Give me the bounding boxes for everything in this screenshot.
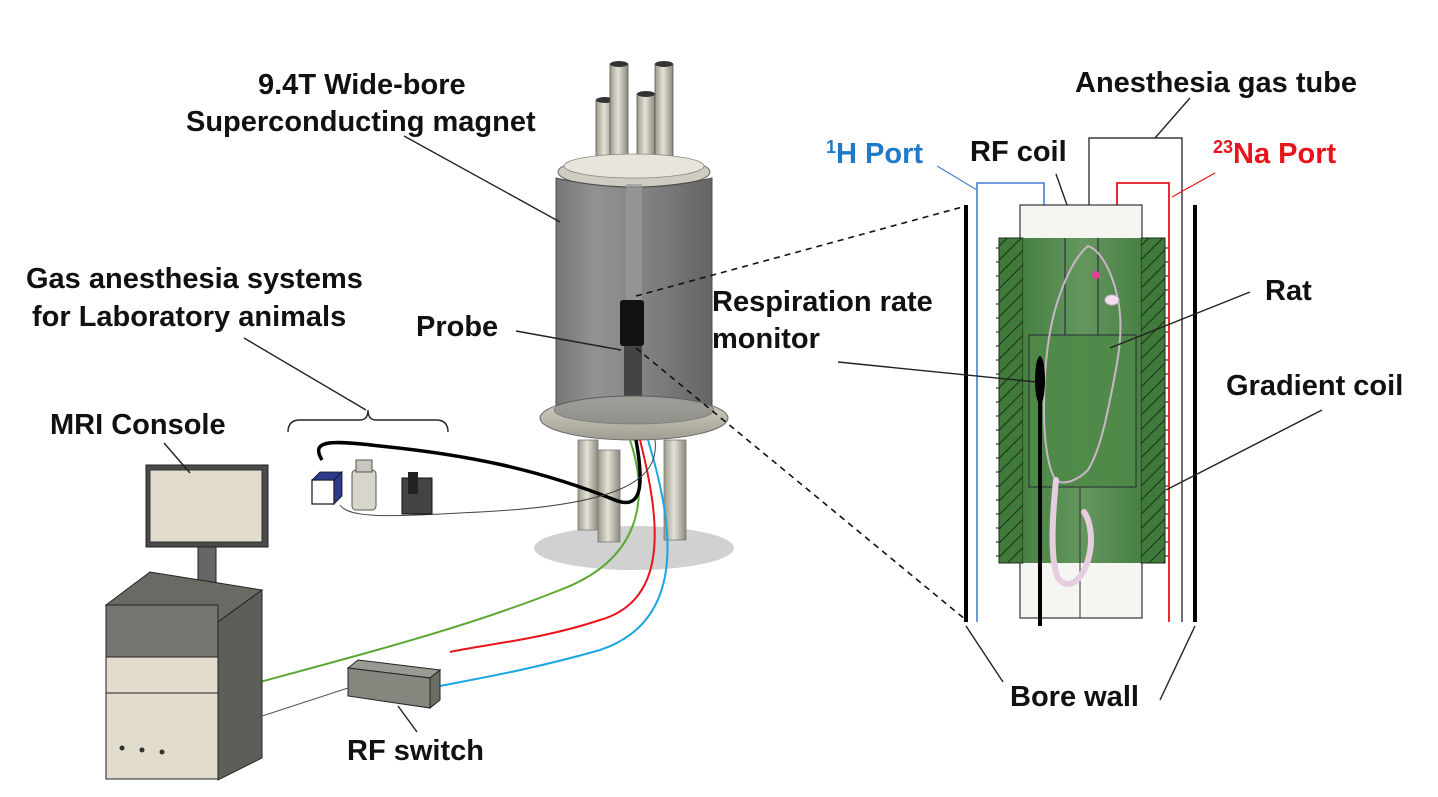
zoom-line-top bbox=[635, 205, 967, 297]
h-port-label: 1H Port bbox=[826, 137, 923, 170]
anesthesia-label-line2: for Laboratory animals bbox=[32, 301, 346, 333]
respiration-sensor bbox=[1035, 356, 1045, 404]
h-port-line bbox=[976, 182, 1045, 622]
na-port-label: 23Na Port bbox=[1213, 137, 1337, 170]
anesthesia-tube bbox=[316, 439, 642, 505]
rf-switch-box bbox=[346, 659, 442, 710]
gradient-coil-left bbox=[998, 237, 1024, 564]
na-port-leader bbox=[1171, 172, 1216, 198]
gas-tube-leader bbox=[1154, 97, 1191, 139]
gradient-coil-label: Gradient coil bbox=[1226, 370, 1403, 402]
rat-leader bbox=[1109, 291, 1251, 349]
anesthesia-leader bbox=[243, 337, 367, 411]
rat-eye bbox=[1092, 271, 1100, 279]
probe-leader bbox=[515, 330, 622, 351]
respiration-label-line2: monitor bbox=[712, 323, 820, 355]
bore-cross-section bbox=[964, 137, 1197, 626]
gas-tube-line bbox=[1088, 137, 1183, 622]
magnet-label-line2: Superconducting magnet bbox=[186, 106, 536, 138]
green-cable bbox=[259, 439, 640, 683]
magnet-leader bbox=[403, 135, 561, 223]
gradient-coil-leader bbox=[1165, 409, 1323, 491]
rf-coil-label: RF coil bbox=[970, 136, 1067, 168]
console-label: MRI Console bbox=[50, 409, 226, 441]
magnet-label-line1: 9.4T Wide-bore bbox=[258, 69, 466, 101]
rat-label: Rat bbox=[1265, 275, 1312, 307]
h-port-leader bbox=[936, 165, 978, 191]
rf-switch-leader bbox=[397, 705, 418, 733]
console-leader bbox=[163, 442, 191, 474]
respiration-leader bbox=[837, 361, 1037, 383]
bore-wall-label: Bore wall bbox=[1010, 681, 1139, 713]
mri-console bbox=[104, 464, 349, 781]
probe-label: Probe bbox=[416, 311, 498, 343]
superconducting-magnet bbox=[534, 61, 734, 570]
na-port-line bbox=[1116, 182, 1170, 622]
bore-wall-leader-right bbox=[1159, 625, 1196, 701]
respiration-label-line1: Respiration rate bbox=[712, 286, 933, 318]
rf-coil-leader bbox=[1055, 173, 1068, 206]
rf-switch-label: RF switch bbox=[347, 735, 484, 767]
rat-illustration bbox=[1042, 244, 1122, 484]
gas-anesthesia-system bbox=[287, 409, 449, 515]
bore-wall-leader-left bbox=[965, 625, 1004, 683]
cables bbox=[259, 439, 669, 687]
gradient-coil-right bbox=[1140, 237, 1166, 564]
red-cable bbox=[449, 439, 656, 653]
probe-rf-region bbox=[620, 300, 644, 346]
gas-tube-label: Anesthesia gas tube bbox=[1075, 67, 1357, 99]
blue-cable bbox=[439, 439, 669, 687]
anesthesia-label-line1: Gas anesthesia systems bbox=[26, 263, 363, 295]
monitor-wire bbox=[339, 439, 656, 517]
zoom-line-bottom bbox=[635, 347, 967, 621]
